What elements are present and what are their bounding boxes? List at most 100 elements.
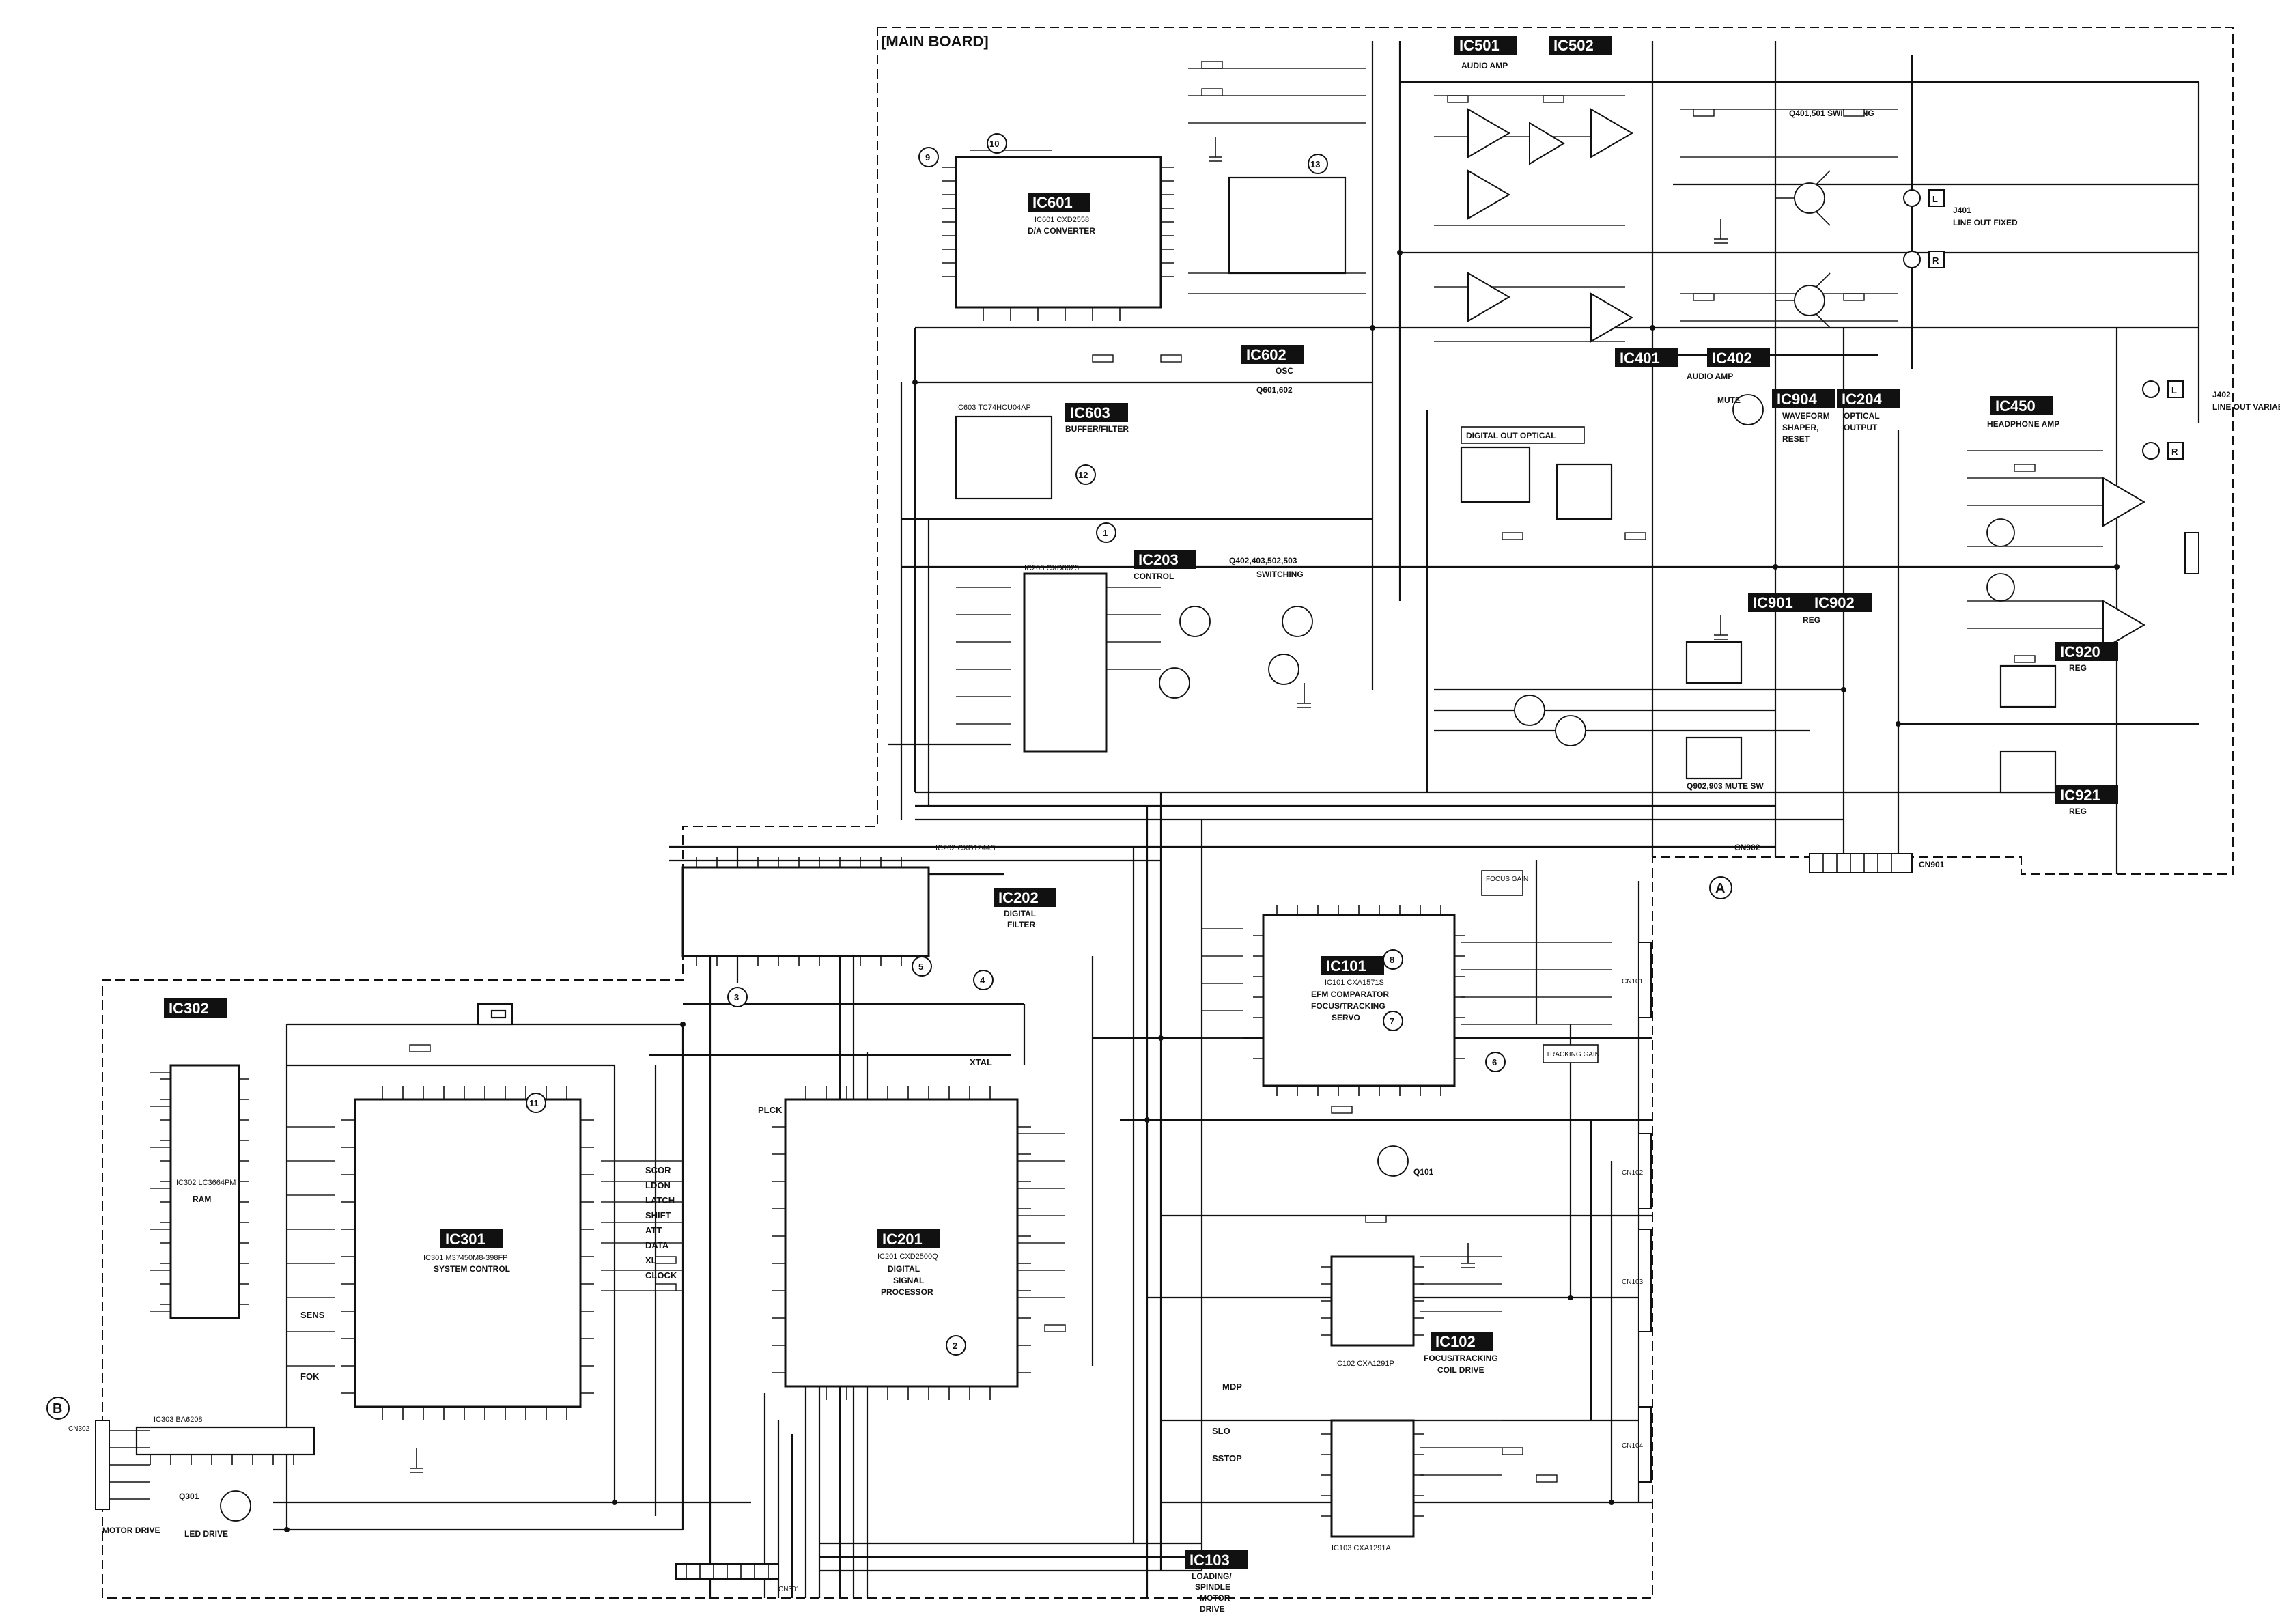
ic103-desc3: MOTOR bbox=[1200, 1593, 1230, 1603]
ldon-label: LDON bbox=[645, 1180, 671, 1190]
ic901-badge: IC901 bbox=[1753, 594, 1793, 611]
marker-1: 1 bbox=[1103, 528, 1108, 538]
clock-label: CLOCK bbox=[645, 1270, 677, 1280]
slo-label: SLO bbox=[1212, 1426, 1230, 1436]
ic201-part: IC201 CXD2500Q bbox=[877, 1252, 938, 1261]
ic102-desc2: COIL DRIVE bbox=[1437, 1365, 1484, 1375]
ic103-badge: IC103 bbox=[1190, 1552, 1230, 1569]
wiring bbox=[150, 41, 2200, 1598]
ic302-desc: RAM bbox=[193, 1194, 211, 1204]
ic103-part: IC103 CXA1291A bbox=[1332, 1544, 1391, 1552]
main-board-outline bbox=[102, 27, 2234, 1599]
main-board-title: [MAIN BOARD] bbox=[881, 33, 989, 50]
ic601-badge: IC601 bbox=[1032, 194, 1073, 211]
motor-drive-label: MOTOR DRIVE bbox=[102, 1526, 160, 1535]
ic204-badge: IC204 bbox=[1842, 391, 1882, 408]
ic301-desc: SYSTEM CONTROL bbox=[434, 1264, 510, 1274]
ic303-block: IC303 BA6208 Q301 MOTOR DRIVE LED DRIVE bbox=[102, 1416, 315, 1539]
ic401-402-block: IC401 IC402 AUDIO AMP bbox=[1615, 348, 1770, 381]
junction-dots bbox=[284, 250, 2120, 1532]
ic601-pins bbox=[942, 167, 1174, 321]
ic303-part: IC303 BA6208 bbox=[154, 1416, 203, 1424]
mute-sw-label: Q902,903 MUTE SW bbox=[1687, 781, 1764, 791]
ic203-desc: CONTROL bbox=[1134, 572, 1174, 581]
marker-a: A bbox=[1715, 881, 1725, 896]
marker-b: B bbox=[53, 1401, 62, 1416]
marker-3: 3 bbox=[734, 992, 739, 1003]
ic203-badge: IC203 bbox=[1138, 551, 1179, 568]
ic602-q: Q601,602 bbox=[1256, 385, 1293, 395]
shift-label: SHIFT bbox=[645, 1210, 671, 1220]
ic401-badge: IC401 bbox=[1620, 350, 1660, 367]
ic602-badge: IC602 bbox=[1246, 346, 1286, 363]
marker-4: 4 bbox=[980, 975, 985, 985]
xtal-label: XTAL bbox=[970, 1057, 992, 1067]
passive-components bbox=[409, 61, 2036, 1483]
latch-label: LATCH bbox=[645, 1195, 675, 1205]
ic202-desc1: DIGITAL bbox=[1004, 909, 1036, 919]
scor-label: SCOR bbox=[645, 1165, 671, 1175]
cn902-label: CN902 bbox=[1734, 843, 1760, 852]
marker-10: 10 bbox=[989, 139, 999, 149]
att-label: ATT bbox=[645, 1225, 662, 1235]
cn901-connector: CN901 CN902 bbox=[1734, 843, 1945, 873]
circled-markers: A B 2 3 4 5 6 7 8 9 10 11 12 13 1 bbox=[46, 133, 1732, 1420]
ic402-badge: IC402 bbox=[1712, 350, 1752, 367]
ic201-desc1: DIGITAL bbox=[888, 1264, 920, 1274]
sstop-label: SSTOP bbox=[1212, 1453, 1242, 1464]
marker-11: 11 bbox=[529, 1098, 539, 1108]
marker-5: 5 bbox=[918, 962, 923, 972]
ic202-part: IC202 CXD1244S bbox=[935, 844, 995, 852]
ic101-badge: IC101 bbox=[1326, 957, 1366, 975]
ic201-badge: IC201 bbox=[882, 1231, 923, 1248]
marker-6: 6 bbox=[1492, 1057, 1497, 1067]
switching-mid-label: Q402,403,502,503 bbox=[1229, 556, 1297, 565]
fok-label: FOK bbox=[300, 1371, 320, 1382]
ic601-chip bbox=[955, 156, 1162, 309]
q301-label: Q301 bbox=[179, 1492, 199, 1501]
crystal-block bbox=[477, 1003, 513, 1026]
ic101-part: IC101 CXA1571S bbox=[1325, 979, 1384, 987]
cn901-label: CN901 bbox=[1919, 860, 1945, 869]
reg-920-label: REG bbox=[2069, 663, 2087, 673]
audio-amp-top-label: AUDIO AMP bbox=[1461, 61, 1508, 70]
ic501-badge: IC501 bbox=[1459, 37, 1500, 54]
ic202-block: IC202 CXD1244S IC202 DIGITAL FILTER bbox=[681, 844, 1056, 966]
digital-out-optical-label: DIGITAL OUT OPTICAL bbox=[1466, 431, 1556, 440]
ic602-desc: OSC bbox=[1276, 366, 1293, 376]
line-out-fixed-jack: L R J401 LINE OUT FIXED bbox=[1903, 189, 2018, 268]
led-drive-label: LED DRIVE bbox=[184, 1529, 228, 1539]
ic102-badge: IC102 bbox=[1435, 1333, 1476, 1350]
focus-gain-label: FOCUS GAIN bbox=[1486, 876, 1528, 883]
line-out-fixed-label: LINE OUT FIXED bbox=[1953, 218, 2018, 227]
ic201-desc2: SIGNAL bbox=[893, 1276, 924, 1285]
ic601-desc: D/A CONVERTER bbox=[1028, 226, 1095, 236]
ic603-desc: BUFFER/FILTER bbox=[1065, 424, 1129, 434]
ic603-part: IC603 TC74HCU04AP bbox=[956, 404, 1031, 412]
ic103-desc1: LOADING/ bbox=[1192, 1571, 1232, 1581]
ic902-badge: IC902 bbox=[1814, 594, 1855, 611]
ic602-block: IC602 OSC Q601,602 bbox=[1228, 176, 1347, 395]
cn301-label: CN301 bbox=[778, 1586, 800, 1593]
ic301-block: IC301 IC301 M37450M8-398FP SYSTEM CONTRO… bbox=[300, 1086, 677, 1420]
marker-7: 7 bbox=[1390, 1016, 1394, 1026]
ic904-desc1: WAVEFORM bbox=[1782, 411, 1830, 421]
ic103-block: IC103 CXA1291A IC103 LOADING/ SPINDLE MO… bbox=[1185, 1382, 1424, 1614]
ic101-desc2: FOCUS/TRACKING bbox=[1311, 1001, 1385, 1011]
ic302-part: IC302 LC3664PM bbox=[176, 1179, 236, 1187]
line-out-variable-jack: L R J402 LINE OUT VARIABLE bbox=[2142, 380, 2280, 460]
ic202-badge: IC202 bbox=[998, 889, 1039, 906]
reg-901-label: REG bbox=[1803, 615, 1820, 625]
marker-2: 2 bbox=[953, 1341, 957, 1351]
ic301-badge: IC301 bbox=[445, 1231, 485, 1248]
ic203-part: IC203 CXD8625 bbox=[1024, 564, 1079, 572]
cn101-label: CN101 bbox=[1622, 978, 1644, 985]
ic101-desc3: SERVO bbox=[1332, 1013, 1360, 1022]
ic904-desc3: RESET bbox=[1782, 434, 1810, 444]
ic920-badge: IC920 bbox=[2060, 643, 2100, 660]
ic301-part: IC301 M37450M8-398FP bbox=[423, 1254, 508, 1262]
switching-mid2-label: SWITCHING bbox=[1256, 570, 1304, 579]
ic202-desc2: FILTER bbox=[1007, 920, 1035, 929]
ic921-badge: IC921 bbox=[2060, 787, 2100, 804]
